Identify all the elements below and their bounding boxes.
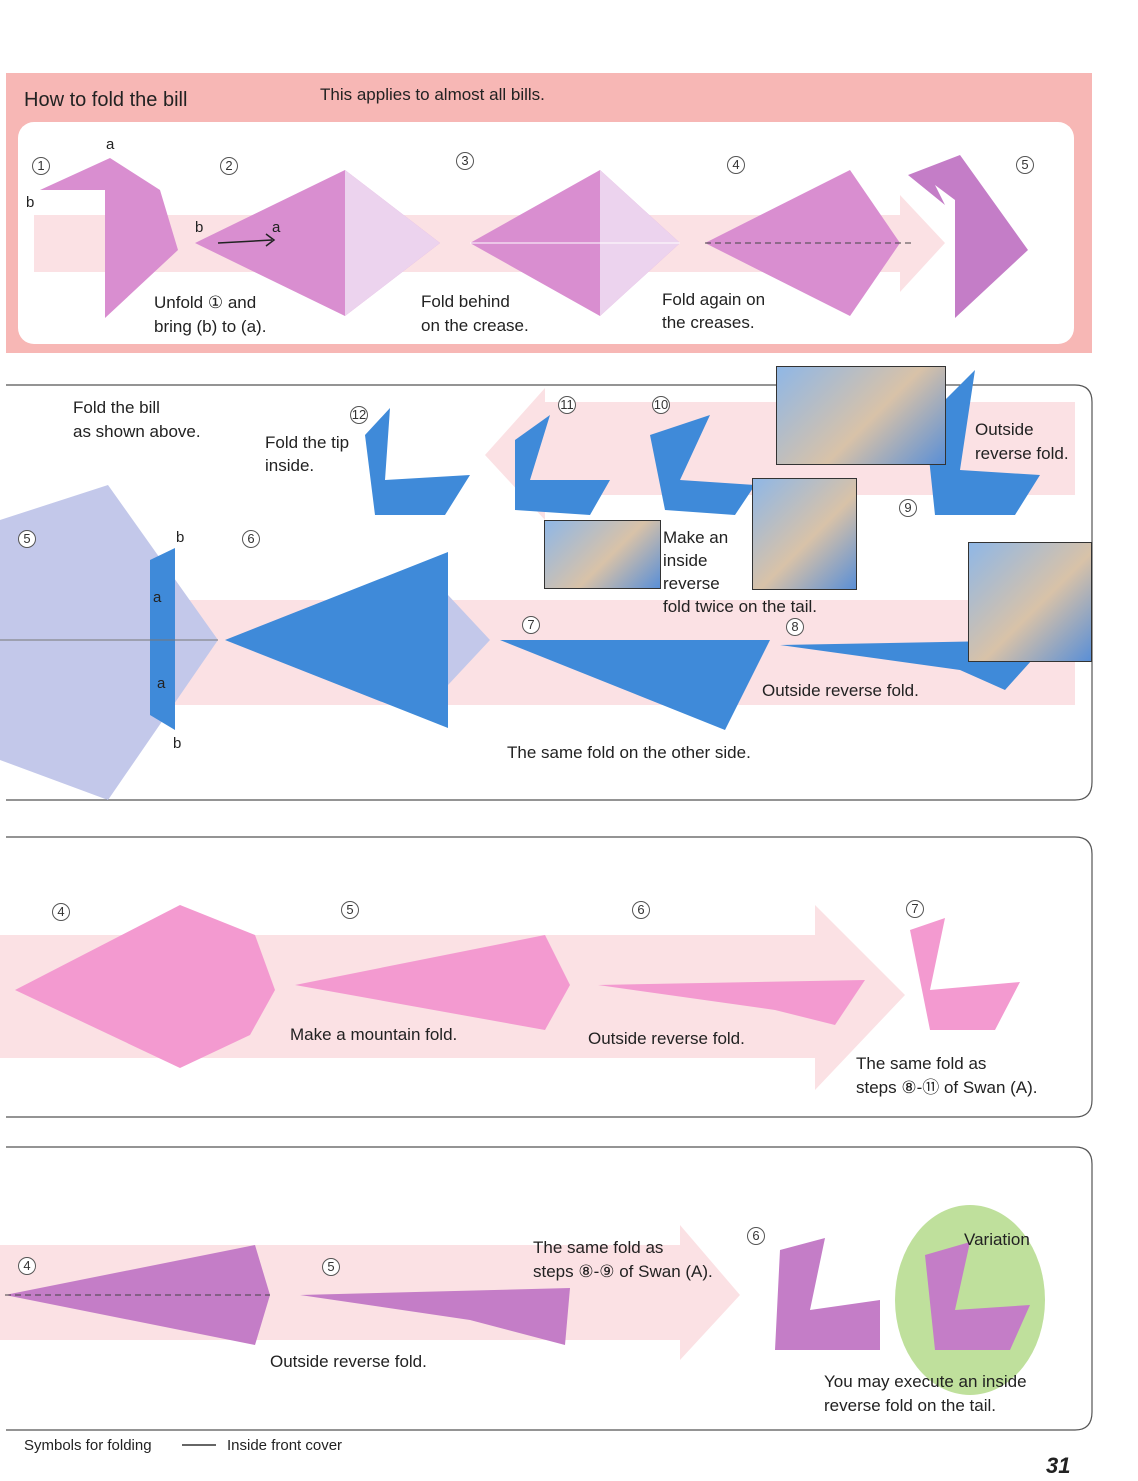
pink-step-number-5: 5 bbox=[341, 901, 359, 919]
swan-caption-same-fold: The same fold on the other side. bbox=[507, 743, 751, 762]
bill-step2-arrow bbox=[217, 239, 273, 244]
pink-caption-same-fold-1: The same fold as bbox=[856, 1054, 987, 1073]
bill-step2-letter-a: a bbox=[272, 219, 281, 236]
swan-step-number-9: 9 bbox=[899, 499, 917, 517]
variation-note-1: You may execute an inside bbox=[824, 1372, 1027, 1391]
swan-step-number-7: 7 bbox=[522, 616, 540, 634]
pink-step-number-4: 4 bbox=[52, 903, 70, 921]
swan-step9-shape bbox=[925, 370, 1040, 515]
variation-label: Variation bbox=[964, 1230, 1030, 1249]
footer-symbols: Symbols for folding bbox=[24, 1437, 152, 1454]
swan-step-number-12: 12 bbox=[350, 406, 368, 424]
bill-step1-shape bbox=[40, 158, 178, 318]
photo-inside-fold-1 bbox=[544, 520, 661, 589]
variation-swan-shape bbox=[925, 1242, 1030, 1350]
swan-step-number-6: 6 bbox=[242, 530, 260, 548]
bill-caption-step2-line2: bring (b) to (a). bbox=[154, 317, 267, 336]
bill-caption-step3-line1: Fold behind bbox=[421, 292, 510, 311]
photo-inside-fold-2 bbox=[752, 478, 857, 590]
swan-letter-b-top: b bbox=[176, 529, 185, 546]
swan-step12-shape bbox=[365, 408, 470, 515]
swan-step6-shape bbox=[225, 552, 448, 728]
bill-step4-shape bbox=[705, 170, 900, 316]
swan-step7-shape bbox=[500, 640, 770, 730]
swan-caption-inside-1: Make an bbox=[663, 528, 729, 547]
pink-step7-shape bbox=[910, 918, 1020, 1030]
swan-letter-a-bottom: a bbox=[157, 675, 166, 692]
pink-step6-shape bbox=[598, 980, 865, 1025]
purple-caption-outside-reverse: Outside reverse fold. bbox=[270, 1352, 427, 1371]
swan-step-number-11: 11 bbox=[558, 396, 576, 414]
bill-letter-a: a bbox=[106, 136, 115, 153]
bill-step5-shape bbox=[908, 155, 1028, 318]
bill-caption-step2-line1: Unfold ① and bbox=[154, 293, 257, 312]
swan-step-number-8: 8 bbox=[786, 618, 804, 636]
bill-caption-step4-line1: Fold again on bbox=[662, 290, 766, 309]
swan-step11-shape bbox=[515, 415, 610, 515]
bill-step-number-3: 3 bbox=[456, 152, 474, 170]
pink-step-number-7: 7 bbox=[906, 900, 924, 918]
swan-caption-outside-reverse: Outside reverse fold. bbox=[762, 681, 919, 700]
bill-step-number-1: 1 bbox=[32, 157, 50, 175]
bill-letter-b: b bbox=[26, 194, 35, 211]
swan-caption-inside-3: reverse bbox=[663, 574, 720, 593]
swan-step-number-10: 10 bbox=[652, 396, 670, 414]
bill-step-number-4: 4 bbox=[727, 156, 745, 174]
page-number: 31 bbox=[1046, 1453, 1071, 1478]
pink-caption-mountain: Make a mountain fold. bbox=[290, 1025, 458, 1044]
pink-step4-shape bbox=[15, 905, 275, 1068]
bill-title: How to fold the bill bbox=[24, 89, 188, 111]
photo-pulling-neck bbox=[776, 366, 946, 465]
swan-caption-outside-top-1: Outside bbox=[975, 420, 1034, 439]
swan-caption-outside-top-2: reverse fold. bbox=[975, 444, 1069, 463]
footer-cover: Inside front cover bbox=[227, 1437, 343, 1454]
pink-frame bbox=[6, 836, 1093, 1118]
bill-caption-step4-line2: the creases. bbox=[662, 313, 755, 332]
swan-letter-a-top: a bbox=[153, 589, 162, 606]
pink-step-number-6: 6 bbox=[632, 901, 650, 919]
purple-step5-shape bbox=[300, 1288, 570, 1345]
purple-step-number-5: 5 bbox=[322, 1258, 340, 1276]
purple-step6-shape bbox=[775, 1238, 880, 1350]
photo-outside-reverse bbox=[968, 542, 1092, 662]
swan-caption-fold-bill-1: Fold the bill bbox=[73, 398, 160, 417]
purple-frame bbox=[6, 1146, 1093, 1431]
swan-caption-inside-4: fold twice on the tail. bbox=[663, 597, 818, 616]
swan-letter-b-bottom: b bbox=[173, 735, 182, 752]
swan-frame bbox=[6, 384, 1093, 801]
swan-caption-fold-tip-1: Fold the tip bbox=[265, 433, 350, 452]
purple-caption-same-fold-2: steps ⑧-⑨ of Swan (A). bbox=[533, 1262, 713, 1281]
purple-caption-same-fold-1: The same fold as bbox=[533, 1238, 664, 1257]
bill-step-number-5: 5 bbox=[1016, 156, 1034, 174]
pink-caption-outside-reverse: Outside reverse fold. bbox=[588, 1029, 745, 1048]
pink-step5-shape bbox=[295, 935, 570, 1030]
bill-step2-letter-b: b bbox=[195, 219, 204, 236]
swan-caption-fold-bill-2: as shown above. bbox=[73, 422, 201, 441]
pink-caption-same-fold-2: steps ⑧-⑪ of Swan (A). bbox=[856, 1078, 1038, 1097]
bill-subtitle: This applies to almost all bills. bbox=[320, 85, 545, 104]
swan-caption-fold-tip-2: inside. bbox=[265, 456, 315, 475]
purple-step-number-4: 4 bbox=[18, 1257, 36, 1275]
purple-step-number-6: 6 bbox=[747, 1227, 765, 1245]
swan-step-number-5: 5 bbox=[18, 530, 36, 548]
bill-step-number-2: 2 bbox=[220, 157, 238, 175]
bill-caption-step3-line2: on the crease. bbox=[421, 316, 529, 335]
variation-note-2: reverse fold on the tail. bbox=[824, 1396, 996, 1415]
swan-caption-inside-2: inside bbox=[663, 551, 708, 570]
swan-step10-shape bbox=[650, 415, 755, 515]
